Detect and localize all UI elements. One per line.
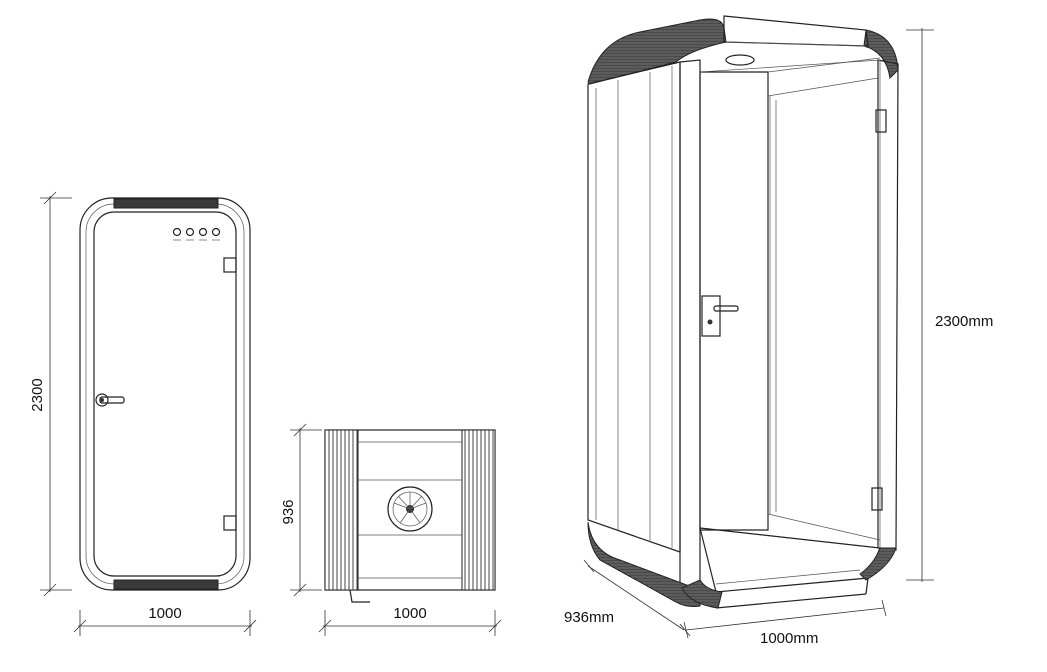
persp-door-handle — [701, 295, 739, 337]
base-right-curve — [859, 547, 897, 581]
persp-width-label: 1000mm — [760, 630, 818, 647]
front-door-handle — [95, 393, 125, 407]
persp-width-dimension — [683, 599, 887, 639]
glass-door — [699, 59, 881, 549]
persp-height-label: 2300mm — [935, 313, 993, 330]
roof-right-curve — [863, 29, 899, 80]
front-booth-outline — [79, 197, 251, 591]
roof-left-curve — [587, 18, 727, 85]
front-view: 2300 1000 — [29, 191, 257, 636]
left-side-wall — [587, 61, 681, 553]
front-height-dimension — [40, 191, 72, 597]
front-height-label: 2300 — [29, 378, 46, 411]
persp-top-hinge — [875, 109, 887, 133]
base-front-curve — [681, 579, 723, 609]
top-right-panel — [461, 429, 496, 591]
roof-fan — [725, 54, 755, 66]
front-bottom-hinge — [223, 515, 237, 531]
perspective-view: 2300mm 936mm 1000mm — [564, 15, 993, 647]
back-panel — [699, 71, 769, 531]
top-view: 936 1000 — [280, 423, 502, 636]
top-left-panel — [324, 429, 359, 591]
top-width-label: 1000 — [393, 605, 426, 622]
persp-bottom-hinge — [871, 487, 883, 511]
persp-height-dimension — [906, 28, 934, 582]
front-frame-left — [679, 59, 701, 601]
front-width-label: 1000 — [148, 605, 181, 622]
roof-outline — [723, 15, 869, 47]
fan-icon — [387, 486, 433, 532]
control-panel-icons — [172, 227, 221, 241]
persp-depth-label: 936mm — [564, 609, 614, 626]
floor-base — [699, 527, 881, 593]
top-depth-dimension — [290, 423, 322, 597]
front-width-dimension — [73, 610, 257, 636]
front-bottom-band — [113, 579, 219, 590]
persp-depth-dimension — [583, 559, 691, 637]
top-depth-label: 936 — [280, 499, 297, 524]
top-door-handle — [349, 589, 370, 603]
top-width-dimension — [318, 610, 502, 636]
front-glass-door — [93, 211, 237, 577]
front-top-band — [113, 198, 219, 209]
base-left-curve — [587, 521, 701, 607]
front-booth-inner-outline — [85, 203, 245, 585]
right-frame-post — [877, 59, 899, 551]
front-top-hinge — [223, 257, 237, 273]
